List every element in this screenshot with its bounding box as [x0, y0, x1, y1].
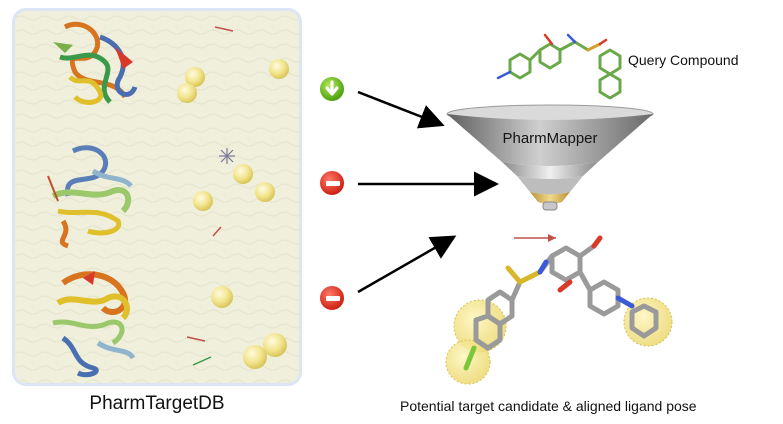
pharm-target-db-panel — [12, 8, 302, 386]
pharmacophore-sphere — [269, 59, 289, 79]
pharmacophore-spheres — [177, 59, 289, 369]
input-arrow-3 — [357, 235, 457, 294]
query-compound-caption: Query Compound — [628, 52, 739, 68]
pharm-target-db-caption: PharmTargetDB — [89, 393, 225, 414]
aligned-ligand-pose — [445, 234, 673, 385]
minus-icon — [319, 285, 345, 311]
download-icon — [319, 76, 345, 102]
protein-structure-2 — [47, 145, 133, 249]
pharmacophore-sphere — [193, 191, 213, 211]
pharmmapper-funnel — [446, 104, 654, 211]
exclusion-star-icon — [219, 148, 235, 164]
minus-icon — [319, 170, 345, 196]
pharmmapper-label: PharmMapper — [502, 130, 598, 147]
protein-structure-3 — [52, 271, 136, 378]
pharmacophore-sphere — [177, 83, 197, 103]
query-compound-molecule — [496, 33, 622, 100]
pharmacophore-vectors — [186, 26, 234, 366]
pharmacophore-sphere — [185, 67, 205, 87]
pharmacophore-sphere — [233, 164, 253, 184]
input-arrow-1 — [357, 90, 445, 129]
pharmacophore-sphere — [211, 286, 233, 308]
db-panel-artwork — [15, 11, 299, 383]
pharmacophore-sphere — [255, 182, 275, 202]
protein-structure-1 — [53, 21, 138, 105]
pharmacophore-sphere — [263, 333, 287, 357]
pharmacophore-sphere — [243, 345, 267, 369]
target-candidate-caption: Potential target candidate & aligned lig… — [400, 398, 697, 414]
